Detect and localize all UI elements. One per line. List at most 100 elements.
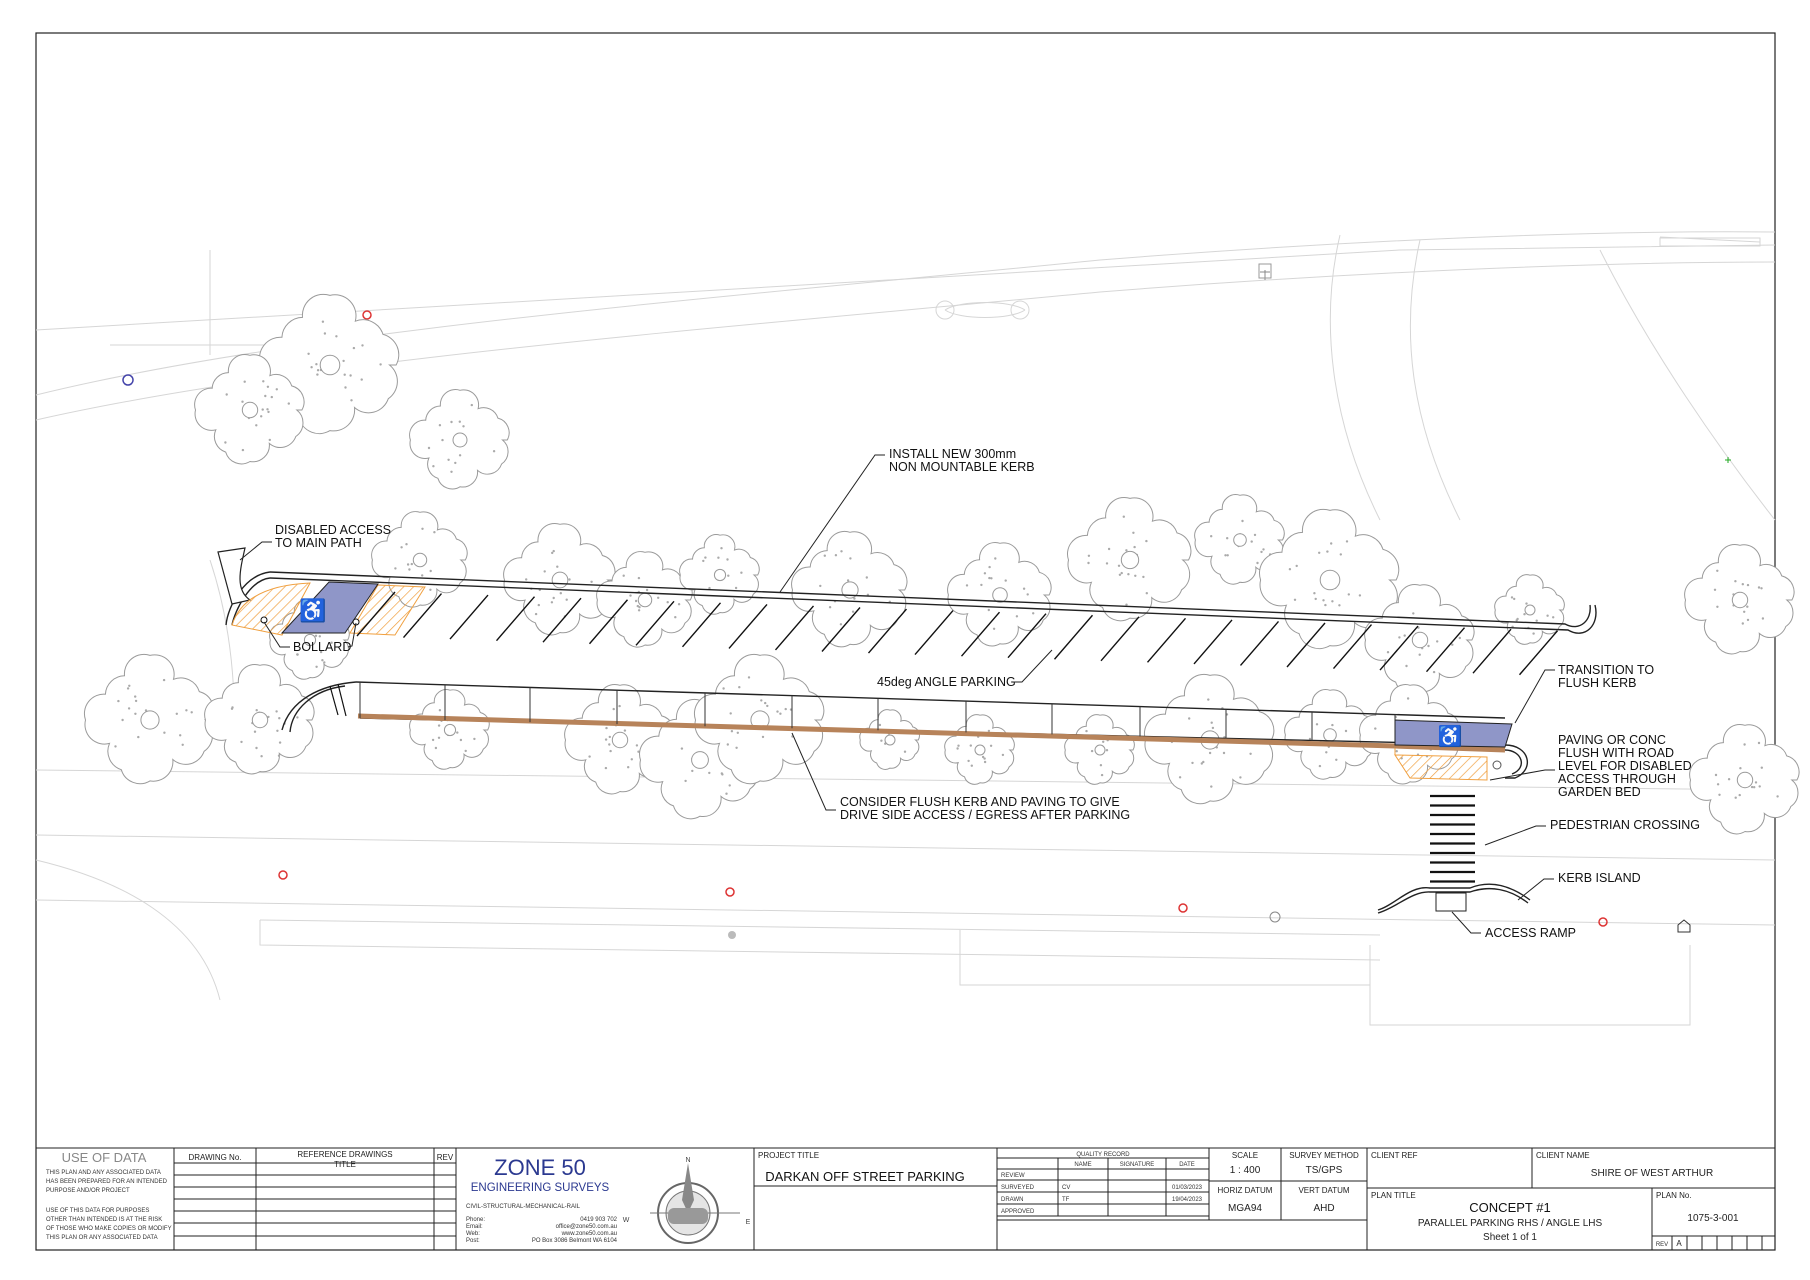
project-title-label: PROJECT TITLE [758, 1151, 819, 1160]
tree-stipple [1755, 781, 1757, 783]
tree-stipple [460, 739, 462, 741]
tree-stipple [605, 727, 607, 729]
tree-stipple [684, 780, 686, 782]
tree-stipple [429, 589, 431, 591]
tree-stipple [722, 687, 724, 689]
tree-stipple [1121, 572, 1123, 574]
tree-stipple [967, 760, 969, 762]
access-ramp [1436, 893, 1466, 911]
qr-col-date: DATE [1179, 1162, 1195, 1168]
tree-stipple [605, 738, 607, 740]
tree-stipple [627, 766, 629, 768]
tree-stipple [525, 578, 527, 580]
tree-stipple [275, 710, 277, 712]
tree-stipple [1254, 534, 1256, 536]
tree-trunk [252, 712, 267, 727]
tree-stipple [1716, 570, 1718, 572]
tree-stipple [1260, 551, 1262, 553]
tree-stipple [1119, 574, 1121, 576]
tree-stipple [970, 744, 972, 746]
tree-stipple [729, 784, 731, 786]
tree-stipple [127, 687, 129, 689]
tree-stipple [1747, 584, 1749, 586]
tree-stipple [1758, 742, 1760, 744]
tree-stipple [408, 568, 410, 570]
tree-stipple [278, 755, 280, 757]
tree-stipple [1331, 724, 1333, 726]
tree-stipple [762, 736, 764, 738]
tree-stipple [551, 552, 553, 554]
tree-stipple [1374, 727, 1376, 729]
tree-stipple [1716, 606, 1718, 608]
tree-stipple [1753, 786, 1755, 788]
tree-stipple [1331, 600, 1333, 602]
tree-stipple [636, 744, 638, 746]
tree-stipple [405, 543, 407, 545]
tree-stipple [1743, 611, 1745, 613]
tree-stipple [1759, 785, 1761, 787]
tree-stipple [1145, 540, 1147, 542]
tree-stipple [266, 408, 268, 410]
tree-stipple [613, 708, 615, 710]
plan-title-label: PLAN TITLE [1371, 1191, 1416, 1200]
tree-stipple [748, 676, 750, 678]
tree-stipple [1315, 598, 1317, 600]
tree-stipple [262, 380, 264, 382]
contact-value: office@zone50.com.au [556, 1224, 617, 1230]
tree-stipple [956, 747, 958, 749]
vert-datum-value: AHD [1313, 1203, 1334, 1214]
tree-stipple [1734, 580, 1736, 582]
bay-line [1241, 621, 1279, 665]
tree-stipple [310, 366, 312, 368]
tree-stipple [624, 729, 626, 731]
tree-stipple [1412, 612, 1414, 614]
tree-stipple [635, 600, 637, 602]
angle-parking-note: 45deg ANGLE PARKING [877, 675, 1016, 689]
tree-stipple [590, 581, 592, 583]
tree-stipple [667, 601, 669, 603]
tree-stipple [880, 740, 882, 742]
tree-stipple [1516, 619, 1518, 621]
company-logo-compass: N W E [623, 1157, 751, 1243]
contact-label: Email: [466, 1224, 483, 1230]
tree-stipple [323, 661, 325, 663]
tree-stipple [1532, 632, 1534, 634]
tree-stipple [244, 381, 246, 383]
tree-stipple [984, 572, 986, 574]
tree-stipple [254, 731, 256, 733]
horiz-datum-label: HORIZ DATUM [1218, 1186, 1273, 1195]
tree-stipple [493, 450, 495, 452]
tree-stipple [1210, 785, 1212, 787]
tree-stipple [1251, 540, 1253, 542]
tree-stipple [1132, 532, 1134, 534]
use-of-data-line: OTHER THAN INTENDED IS AT THE RISK [46, 1217, 162, 1223]
tree-stipple [776, 710, 778, 712]
tree-stipple [438, 724, 440, 726]
tree-stipple [279, 741, 281, 743]
tree-stipple [1127, 573, 1129, 575]
tree-stipple [267, 411, 269, 413]
tree-stipple [766, 705, 768, 707]
tree-stipple [430, 570, 432, 572]
tree-stipple [1346, 540, 1348, 542]
kerb-island-note: KERB ISLAND [1558, 871, 1641, 885]
disabled-access-note-1: DISABLED ACCESS [275, 523, 391, 537]
tree-stipple [638, 577, 640, 579]
tree-stipple [1546, 615, 1548, 617]
qr-role: APPROVED [1001, 1209, 1035, 1215]
tree-stipple [1739, 794, 1741, 796]
tree-stipple [241, 401, 243, 403]
plan-title: CONCEPT #1 [1469, 1200, 1550, 1215]
tree-stipple [288, 402, 290, 404]
tree-trunk [885, 735, 895, 745]
install-kerb-note-2: NON MOUNTABLE KERB [889, 460, 1035, 474]
tree-stipple [1123, 516, 1125, 518]
qr-role: REVIEW [1001, 1173, 1025, 1179]
qr-date: 01/03/2023 [1172, 1185, 1203, 1191]
tree-stipple [114, 745, 116, 747]
tree-stipple [163, 732, 165, 734]
bay-line [1194, 620, 1232, 664]
tree-trunk [612, 732, 627, 747]
tree-stipple [117, 700, 119, 702]
tree-stipple [609, 750, 611, 752]
